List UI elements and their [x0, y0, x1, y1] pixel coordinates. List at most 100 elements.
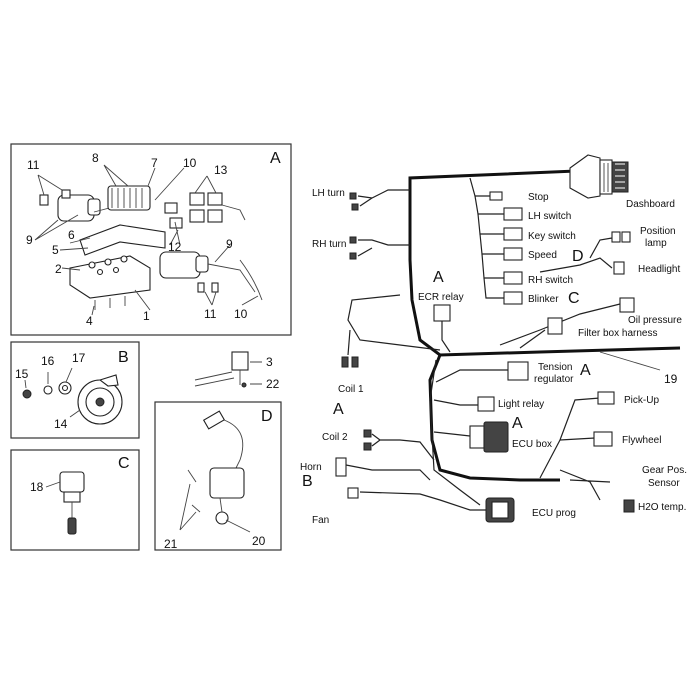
num-a-9-left: 9 — [26, 233, 33, 247]
num-b-16: 16 — [41, 354, 55, 368]
relay-5 — [164, 202, 178, 214]
branch-horn — [345, 464, 431, 481]
letter-coil2-a: A — [333, 401, 344, 418]
letter-horn-b: B — [302, 473, 313, 490]
trunk-vertical — [408, 195, 681, 357]
panel-a: A — [10, 143, 292, 336]
label-ecu-prog: ECU prog — [532, 508, 576, 519]
connector-3-22: 3 22 — [194, 351, 280, 391]
num-a-11-bottom: 11 — [204, 307, 217, 321]
ecu-prog-connector — [485, 497, 515, 523]
num-a-10-bottom: 10 — [234, 307, 248, 321]
screws-d — [187, 469, 201, 513]
panel-d-frame — [154, 401, 282, 551]
num-a-10-top: 10 — [183, 156, 197, 170]
num-3: 3 — [266, 355, 273, 369]
label-horn: Horn — [300, 462, 322, 473]
plug-cap-right-2 — [211, 282, 219, 293]
label-headlight: Headlight — [638, 264, 680, 275]
num-a-6: 6 — [68, 228, 75, 242]
label-tension-regulator-2: regulator — [534, 374, 574, 385]
main-harness: Dashboard LH turn RH turn Stop LH switch… — [300, 154, 687, 526]
label-blinker: Blinker — [528, 294, 559, 305]
label-lh-turn: LH turn — [312, 188, 345, 199]
num-a-4: 4 — [86, 314, 93, 328]
branch-sensors — [539, 397, 611, 501]
num-d-20: 20 — [252, 534, 266, 548]
letter-ecr-a: A — [433, 269, 444, 286]
num-a-11-top: 11 — [27, 158, 40, 172]
num-a-7: 7 — [151, 156, 158, 170]
label-fan: Fan — [312, 515, 329, 526]
num-d-21: 21 — [164, 537, 178, 551]
mounting-bracket — [79, 224, 166, 256]
num-c-18: 18 — [30, 480, 44, 494]
branch-speed — [479, 233, 504, 255]
letter-oil-c: C — [568, 290, 580, 307]
ecu-box-connector — [469, 421, 509, 453]
branch-key-switch — [477, 213, 504, 235]
label-ecu-box: ECU box — [512, 439, 552, 450]
relay-3 — [189, 209, 205, 223]
ecu-module — [107, 185, 151, 211]
label-position-lamp-1: Position — [640, 226, 676, 237]
screws-lower — [94, 296, 126, 310]
label-gear-pos-1: Gear Pos. — [642, 465, 687, 476]
oil-pressure-sensor — [59, 471, 85, 535]
branch-rh-switch — [481, 253, 504, 279]
panel-c: C 18 — [10, 449, 140, 551]
label-flywheel: Flywheel — [622, 435, 661, 446]
num-b-14: 14 — [54, 417, 68, 431]
label-coil-1: Coil 1 — [338, 384, 364, 395]
num-a-1: 1 — [143, 309, 150, 323]
panel-b-frame — [10, 341, 140, 439]
branch-ecr-relay — [441, 320, 451, 353]
relay-4 — [207, 209, 223, 223]
label-light-relay: Light relay — [498, 399, 544, 410]
branch-headlight — [539, 237, 613, 273]
branch-blinker — [483, 277, 504, 299]
label-ecr-relay: ECR relay — [418, 292, 464, 303]
relay-2 — [207, 192, 223, 206]
leaders-d — [179, 483, 251, 533]
horn — [77, 374, 123, 425]
plug-cap-left — [39, 194, 49, 206]
branch-tension-regulator — [435, 369, 508, 383]
label-lh-switch: LH switch — [528, 211, 571, 222]
label-pick-up: Pick-Up — [624, 395, 659, 406]
ignition-coil-right — [159, 251, 256, 293]
horn-washer — [43, 385, 53, 395]
panel-b: B 15 16 17 14 — [10, 341, 140, 439]
relay-wires — [221, 204, 246, 221]
branch-ecu-box — [433, 431, 471, 437]
branch-coil-1 — [347, 294, 441, 356]
label-rh-switch: RH switch — [528, 275, 573, 286]
trunk-top — [408, 168, 601, 195]
num-b-15: 15 — [15, 367, 29, 381]
branch-stop — [469, 177, 490, 197]
panel-c-letter: C — [118, 455, 130, 472]
hv-lead — [239, 259, 263, 301]
num-19: 19 — [664, 372, 678, 386]
branch-coil-2 — [371, 433, 435, 461]
label-speed: Speed — [528, 250, 557, 261]
letter-speed-d: D — [572, 248, 584, 265]
trunk-lower — [428, 354, 560, 482]
leader-c — [45, 481, 61, 488]
label-h2o-temp: H2O temp. — [638, 502, 686, 513]
label-filter-box-harness: Filter box harness — [578, 328, 657, 339]
num-a-12: 12 — [168, 240, 182, 254]
dashboard-connector — [569, 154, 629, 199]
connector-d — [202, 410, 226, 430]
panel-a-letter: A — [270, 150, 281, 167]
label-position-lamp-2: lamp — [645, 238, 667, 249]
relay-1 — [189, 192, 205, 206]
letter-tension-a: A — [580, 362, 591, 379]
branch-light-relay — [433, 399, 478, 406]
cable-d — [223, 419, 244, 469]
letter-ecu-a: A — [512, 415, 523, 432]
leaders-a — [34, 164, 259, 316]
panel-a-frame — [10, 143, 292, 336]
label-tension-regulator-1: Tension — [538, 362, 572, 373]
ignition-coil-left — [57, 189, 151, 222]
